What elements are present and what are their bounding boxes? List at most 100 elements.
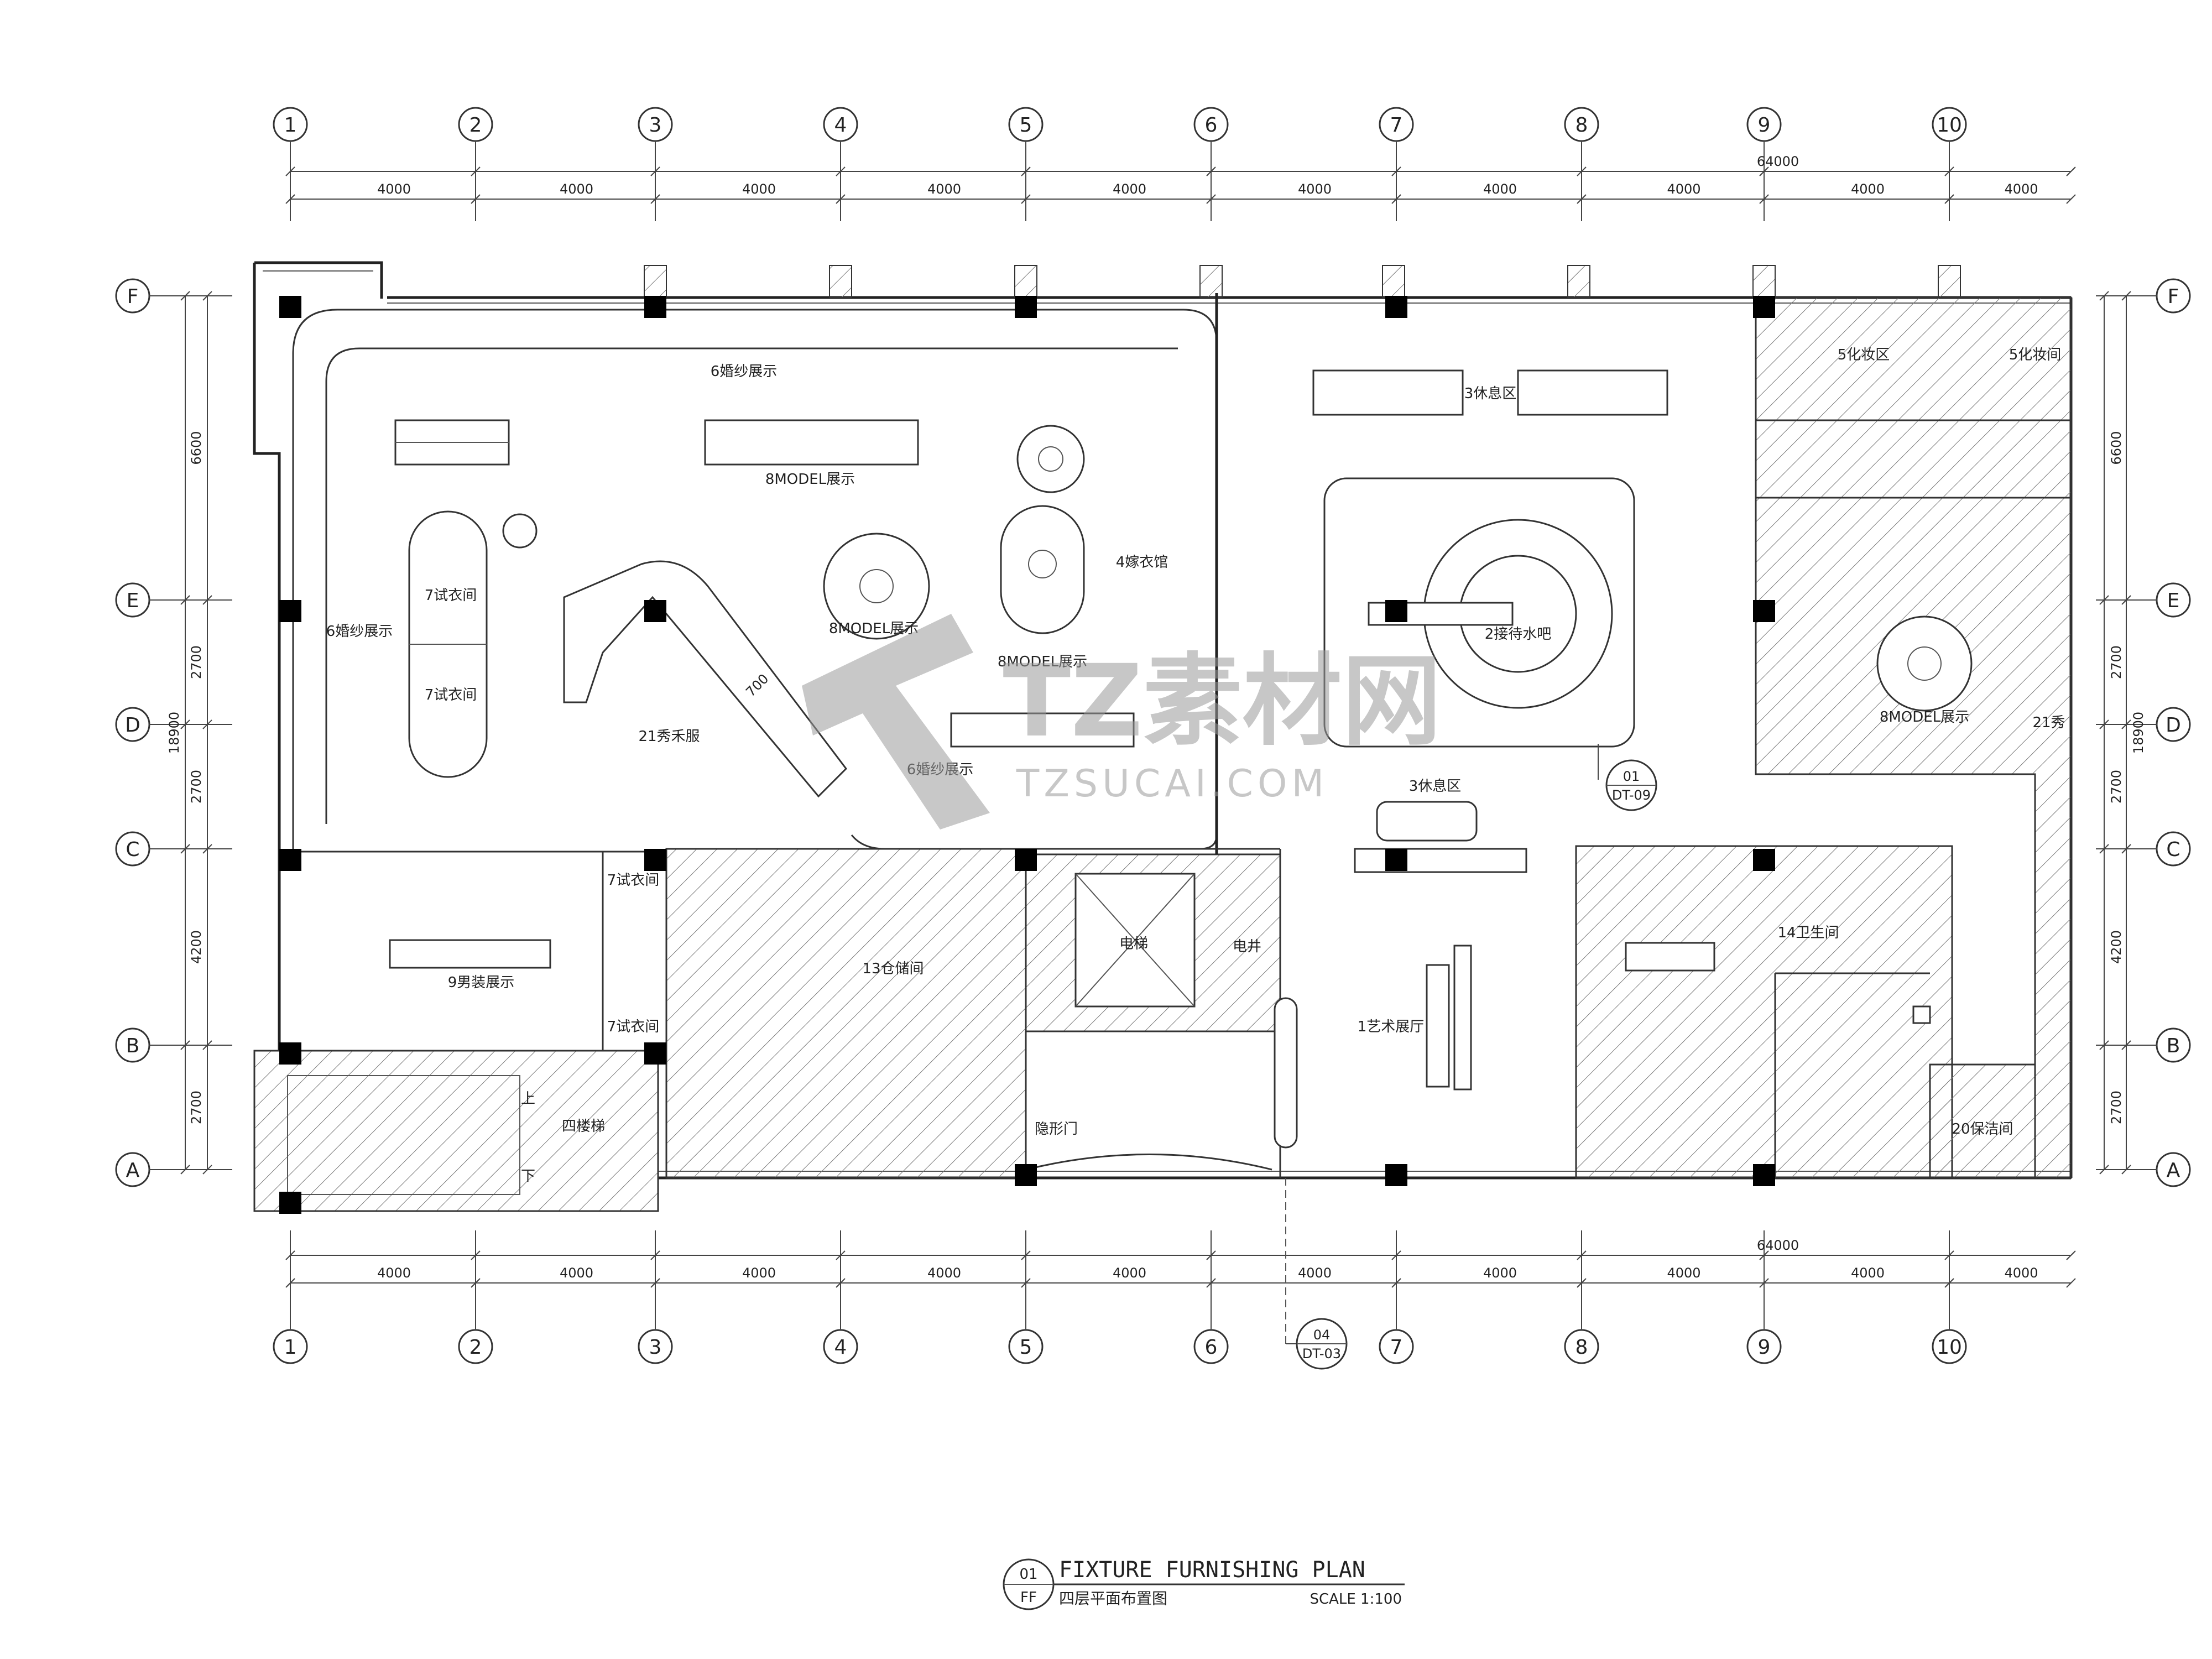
section-callout-top: 01 DT-09 xyxy=(1598,744,1657,811)
label-restroom: 14卫生间 xyxy=(1777,925,1839,941)
furniture xyxy=(287,369,1973,1195)
axis-label: C xyxy=(126,838,139,861)
axis-bubble-col-4: 4 xyxy=(823,107,858,142)
side-dim-label: 6600 xyxy=(2109,431,2124,465)
side-dim-label: 4200 xyxy=(2109,930,2124,964)
dim-label: 4000 xyxy=(1851,1265,1885,1281)
axis-bubble-row-A: A xyxy=(115,1152,150,1187)
axis-label: 2 xyxy=(469,114,482,137)
axis-label: E xyxy=(2167,589,2180,612)
callout-bottom-num: 04 xyxy=(1313,1327,1331,1343)
label-hidden-door: 隐形门 xyxy=(1035,1121,1078,1138)
axis-bubble-col-2: 2 xyxy=(458,1329,493,1364)
axis-bubble-col-4: 4 xyxy=(823,1329,858,1364)
side-dim-label: 2700 xyxy=(2109,770,2124,804)
label-rest-mid: 3休息区 xyxy=(1409,778,1462,795)
axis-label: 8 xyxy=(1575,114,1588,137)
axis-label: 3 xyxy=(649,1336,662,1359)
dim-label: 4000 xyxy=(742,1265,776,1281)
label-up: 上 xyxy=(521,1091,535,1107)
axis-bubble-col-6: 6 xyxy=(1193,1329,1229,1364)
axis-label: F xyxy=(2168,285,2179,308)
section-callout-bottom: 04 DT-03 xyxy=(1285,1178,1348,1370)
axis-bubble-col-7: 7 xyxy=(1379,107,1414,142)
axis-bubble-row-F: F xyxy=(2156,278,2191,314)
label-cleaning: 20保洁间 xyxy=(1952,1121,2013,1138)
side-dim-label: 2700 xyxy=(189,1091,204,1124)
dimension-strings: 4000 4000 4000 4000 4000 4000 4000 4000 4000 4000… xyxy=(166,154,2146,1288)
axis-bubble-col-3: 3 xyxy=(638,107,673,142)
axis-bubble-row-B: B xyxy=(2156,1027,2191,1063)
dim-label: 4000 xyxy=(927,181,961,197)
axis-label: 10 xyxy=(1937,1336,1962,1359)
axis-bubble-row-B: B xyxy=(115,1027,150,1063)
label-reception-bar: 2接待水吧 xyxy=(1485,626,1552,643)
axis-label: 9 xyxy=(1758,1336,1771,1359)
label-down: 下 xyxy=(521,1168,535,1185)
title-code: FF xyxy=(1020,1589,1037,1606)
axis-bubble-row-A: A xyxy=(2156,1152,2191,1187)
axis-label: D xyxy=(2166,714,2181,737)
dim-label: 4000 xyxy=(1851,181,1885,197)
label-elec-shaft: 电井 xyxy=(1233,938,1261,955)
axis-label: A xyxy=(126,1159,140,1182)
dim-label: 4000 xyxy=(1483,181,1517,197)
partitions xyxy=(279,293,2071,1178)
label-model-round-1: 8MODEL展示 xyxy=(829,620,919,637)
label-show-right: 21秀 xyxy=(2032,714,2065,731)
label-rest-top: 3休息区 xyxy=(1464,385,1517,402)
axis-label: 6 xyxy=(1205,114,1218,137)
callout-top-sheet: DT-09 xyxy=(1612,787,1651,803)
axis-bubble-col-5: 5 xyxy=(1008,1329,1044,1364)
axis-bubble-row-D: D xyxy=(115,707,150,742)
label-fitting-4: 7试衣间 xyxy=(607,1019,660,1035)
title-main: FIXTURE FURNISHING PLAN xyxy=(1059,1557,1365,1583)
dim-label: 4000 xyxy=(560,181,593,197)
side-dim-label: 2700 xyxy=(2109,645,2124,679)
watermark: TZ素材网 TZSUCAI.COM xyxy=(802,614,1442,830)
axis-label: 5 xyxy=(1020,1336,1032,1359)
axis-bubble-col-1: 1 xyxy=(273,1329,308,1364)
label-art-hall: 1艺术展厅 xyxy=(1358,1019,1425,1035)
axis-label: B xyxy=(126,1035,140,1057)
total-depth-label: 18900 xyxy=(166,712,182,754)
label-storage: 13仓储间 xyxy=(862,961,924,977)
label-makeup-1: 5化妆区 xyxy=(1838,347,1890,363)
axis-bubble-col-3: 3 xyxy=(638,1329,673,1364)
side-dim-label: 2700 xyxy=(189,645,204,679)
dim-label: 4000 xyxy=(1667,181,1700,197)
axis-bubble-col-1: 1 xyxy=(273,107,308,142)
axis-label: 7 xyxy=(1390,114,1403,137)
dim-label: 4000 xyxy=(2004,181,2038,197)
axis-label: 4 xyxy=(834,114,847,137)
structural-columns xyxy=(279,296,1775,1214)
axis-bubble-col-2: 2 xyxy=(458,107,493,142)
total-depth-label: 18900 xyxy=(2131,712,2146,754)
axis-label: 1 xyxy=(284,1336,297,1359)
dim-label: 4000 xyxy=(1298,1265,1332,1281)
axis-bubble-row-D: D xyxy=(2156,707,2191,742)
axis-label: 6 xyxy=(1205,1336,1218,1359)
side-dim-label: 6600 xyxy=(189,431,204,465)
title-block: 01 FF FIXTURE FURNISHING PLAN 四层平面布置图 SC… xyxy=(1003,1557,1405,1610)
label-model-round-2: 8MODEL展示 xyxy=(998,654,1087,670)
axis-label: C xyxy=(2166,838,2180,861)
title-sub: 四层平面布置图 xyxy=(1059,1589,1167,1608)
title-scale: SCALE 1:100 xyxy=(1310,1591,1402,1608)
label-wedding-top: 6婚纱展示 xyxy=(711,363,778,380)
watermark-url: TZSUCAI.COM xyxy=(1016,762,1328,806)
label-menswear: 9男装展示 xyxy=(448,974,515,991)
axis-bubble-col-7: 7 xyxy=(1379,1329,1414,1364)
label-fitting-3: 7试衣间 xyxy=(607,872,660,889)
hatched-zones xyxy=(253,296,2072,1212)
label-makeup-2: 5化妆间 xyxy=(2009,347,2062,363)
axis-bubble-row-F: F xyxy=(115,278,150,314)
dim-label: 4000 xyxy=(1667,1265,1700,1281)
axis-label: E xyxy=(127,589,139,612)
axis-bubble-col-8: 8 xyxy=(1564,1329,1599,1364)
title-num: 01 xyxy=(1019,1566,1037,1583)
dim-label: 4000 xyxy=(1483,1265,1517,1281)
label-fitting-2: 7试衣间 xyxy=(425,687,477,703)
axis-label: 9 xyxy=(1758,114,1771,137)
